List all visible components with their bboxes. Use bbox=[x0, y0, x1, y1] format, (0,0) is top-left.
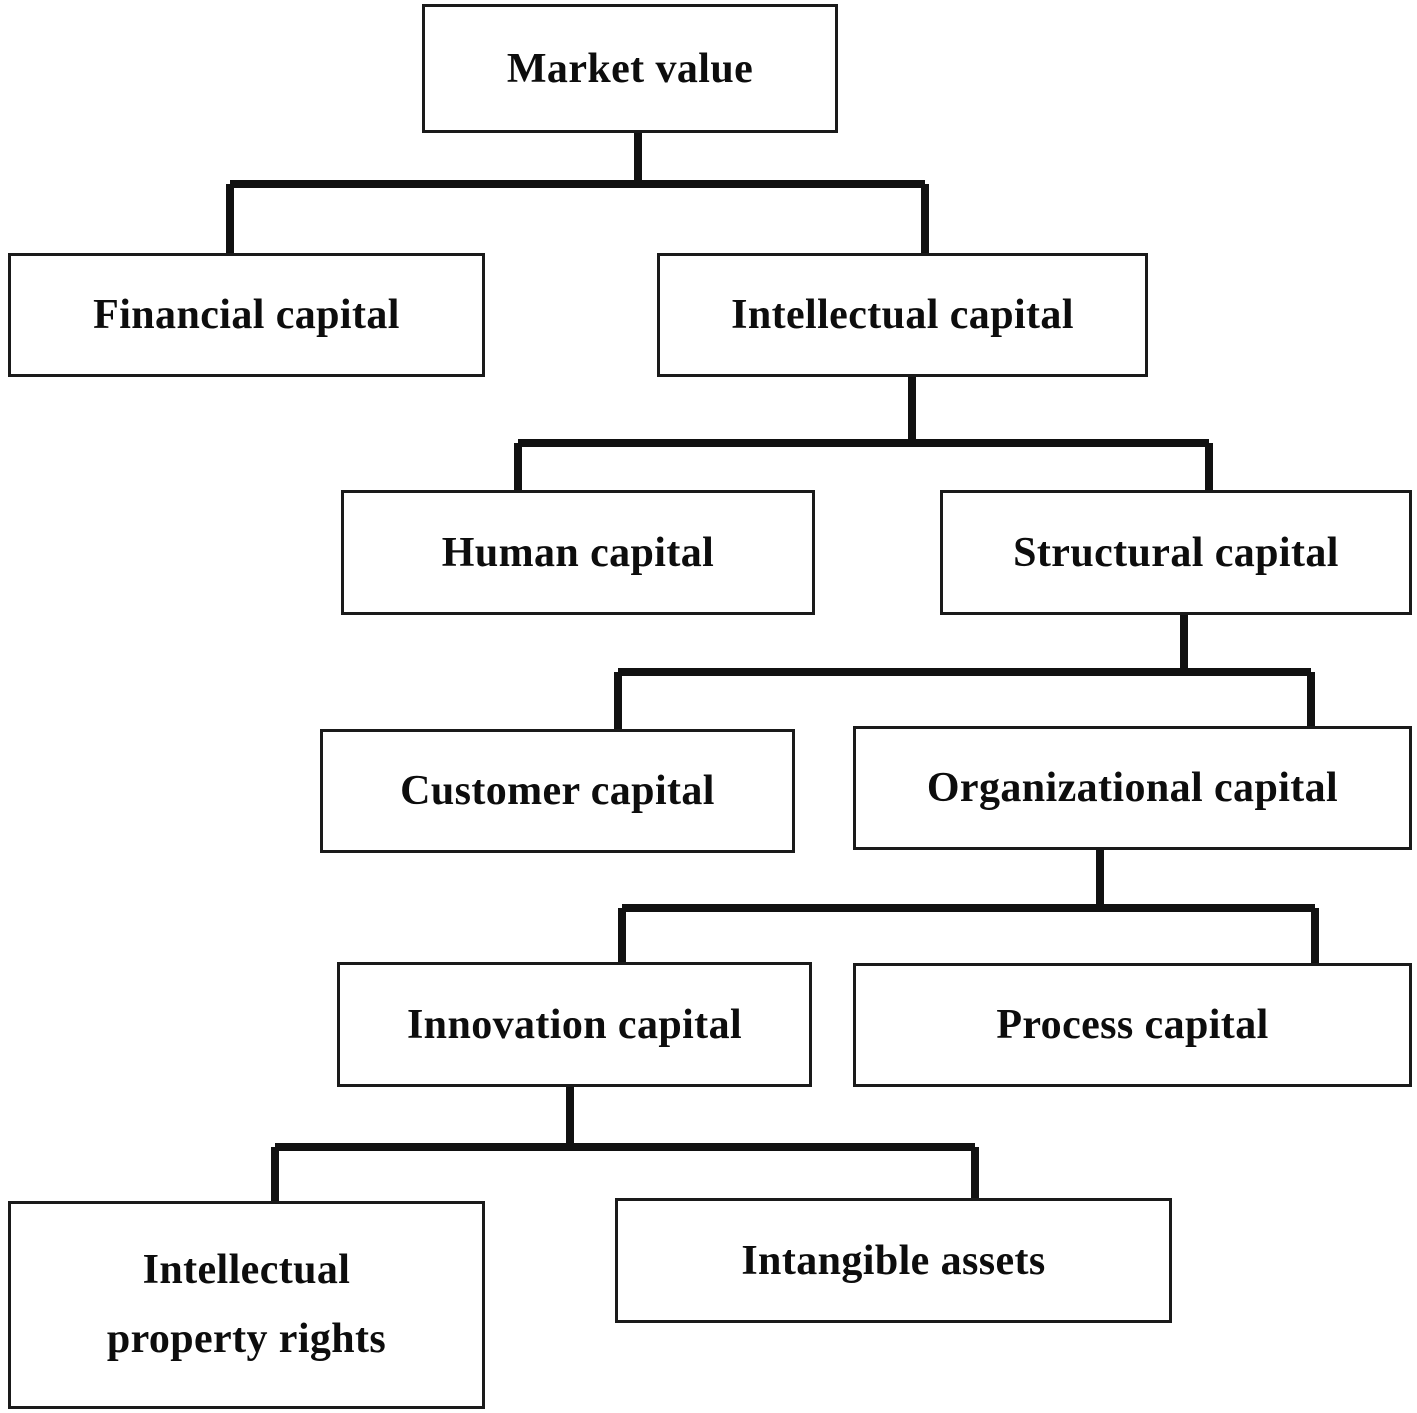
node-innovation-capital[interactable]: Innovation capital bbox=[337, 962, 812, 1087]
node-customer-capital[interactable]: Customer capital bbox=[320, 729, 795, 853]
node-organizational-capital[interactable]: Organizational capital bbox=[853, 726, 1412, 850]
connector-intellectual-capital-to-children bbox=[514, 377, 1213, 490]
node-label-innovation-capital: Innovation capital bbox=[406, 1001, 743, 1048]
node-label-process-capital: Process capital bbox=[996, 1002, 1269, 1048]
node-structural-capital[interactable]: Structural capital bbox=[940, 490, 1412, 615]
node-financial-capital[interactable]: Financial capital bbox=[8, 253, 485, 377]
node-label-customer-capital: Customer capital bbox=[400, 768, 715, 814]
node-label-financial-capital: Financial capital bbox=[93, 292, 400, 338]
connector-market-value-to-children bbox=[226, 133, 929, 253]
connector-innovation-capital-to-children bbox=[271, 1087, 979, 1201]
connector-organizational-capital-to-children bbox=[618, 850, 1319, 963]
node-intellectual-property-rights[interactable]: Intellectual property rights bbox=[8, 1201, 485, 1409]
node-human-capital[interactable]: Human capital bbox=[341, 490, 815, 615]
node-label-market-value: Market value bbox=[506, 45, 754, 92]
connector-structural-capital-to-children bbox=[614, 615, 1315, 729]
node-label-organizational-capital: Organizational capital bbox=[926, 765, 1339, 811]
node-label-intellectual-property-rights: Intellectual property rights bbox=[106, 1246, 387, 1362]
node-label-intangible-assets: Intangible assets bbox=[741, 1237, 1046, 1284]
node-market-value[interactable]: Market value bbox=[422, 4, 838, 133]
node-intangible-assets[interactable]: Intangible assets bbox=[615, 1198, 1172, 1323]
node-label-intellectual-capital: Intellectual capital bbox=[731, 292, 1074, 338]
node-label-human-capital: Human capital bbox=[441, 529, 715, 576]
node-label-structural-capital: Structural capital bbox=[1013, 529, 1339, 576]
node-process-capital[interactable]: Process capital bbox=[853, 963, 1412, 1087]
node-intellectual-capital[interactable]: Intellectual capital bbox=[657, 253, 1148, 377]
